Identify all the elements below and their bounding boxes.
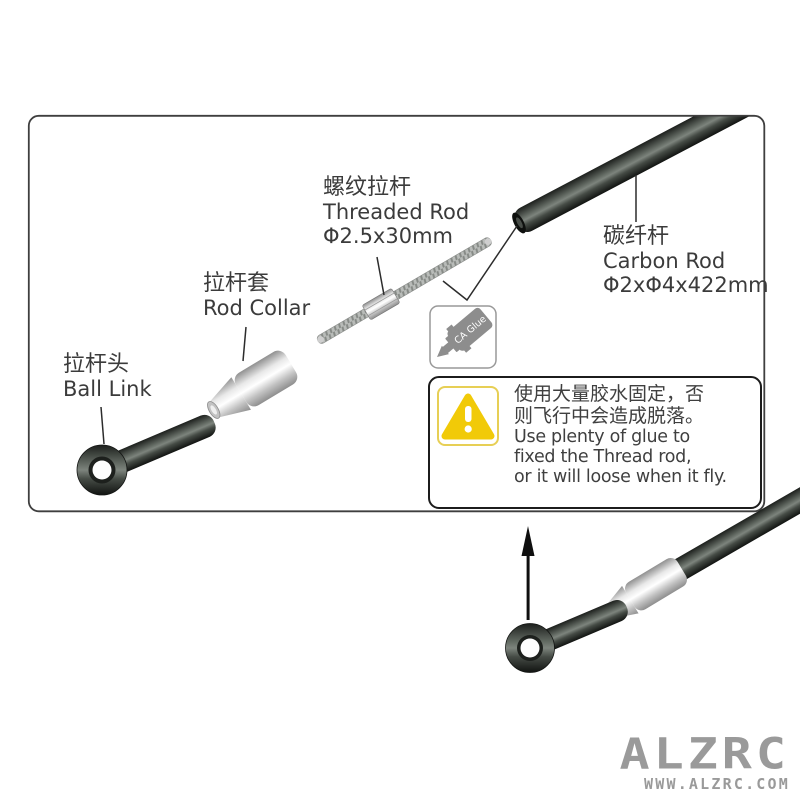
warning-en-line1: Use plenty of glue to bbox=[514, 427, 690, 447]
threaded-rod-part bbox=[316, 237, 492, 344]
pointer-line-rod-collar bbox=[242, 326, 247, 362]
warning-icon-frame bbox=[437, 386, 499, 446]
brand-block: ALZRC WWW.ALZRC.COM bbox=[619, 729, 790, 793]
assembled-ball-link bbox=[505, 599, 628, 673]
assembled-linkage bbox=[505, 478, 800, 673]
warning-en-line3: or it will loose when it fly. bbox=[514, 467, 727, 487]
warning-box: 使用大量胶水固定，否 则飞行中会造成脱落。 Use plenty of glue… bbox=[428, 376, 762, 509]
ball-link-label-en: Ball Link bbox=[63, 377, 152, 401]
threaded-rod-label-en: Threaded Rod bbox=[323, 200, 470, 224]
website-url: WWW.ALZRC.COM bbox=[644, 775, 790, 793]
up-arrow bbox=[521, 526, 535, 620]
pointer-v-glue bbox=[442, 225, 518, 302]
warning-en-line2: fixed the Thread rod, bbox=[514, 447, 692, 467]
ball-link-part bbox=[76, 414, 216, 496]
rod-collar-label-zh: 拉杆套 bbox=[203, 271, 270, 296]
hex-coupler bbox=[362, 288, 400, 320]
carbon-rod-label: 碳纤杆 Carbon Rod Φ2xΦ4x422mm bbox=[603, 224, 769, 297]
glue-nozzle-tip bbox=[437, 345, 449, 357]
brand-logo: ALZRC bbox=[619, 729, 790, 779]
carbon-rod-label-zh: 碳纤杆 bbox=[603, 224, 670, 249]
warning-text: 使用大量胶水固定，否 则飞行中会造成脱落。 Use plenty of glue… bbox=[514, 383, 760, 487]
warning-triangle-icon bbox=[441, 393, 495, 440]
pointer-line-ball-link bbox=[100, 406, 105, 445]
exploded-parts-group bbox=[76, 116, 758, 496]
ball-link-label: 拉杆头 Ball Link bbox=[63, 352, 152, 401]
rod-collar-label-en: Rod Collar bbox=[203, 296, 311, 320]
rod-collar-part bbox=[207, 350, 298, 419]
rod-collar-label: 拉杆套 Rod Collar bbox=[203, 271, 310, 320]
glue-icon: CA Glue bbox=[429, 305, 497, 369]
carbon-rod-label-spec: Φ2xΦ4x422mm bbox=[603, 273, 769, 297]
warning-zh-line2: 则飞行中会造成脱落。 bbox=[514, 404, 705, 427]
carbon-rod-label-en: Carbon Rod bbox=[603, 249, 726, 273]
carbon-rod-part bbox=[512, 116, 758, 234]
glue-bottle-body bbox=[447, 307, 493, 351]
pointer-lines bbox=[100, 175, 637, 445]
warning-zh-line1: 使用大量胶水固定，否 bbox=[514, 383, 705, 405]
threaded-rod-label-spec: Φ2.5x30mm bbox=[323, 224, 453, 248]
threaded-rod-label: 螺纹拉杆 Threaded Rod Φ2.5x30mm bbox=[323, 175, 469, 248]
assembled-carbon-rod bbox=[671, 478, 800, 581]
pointer-line-threaded-rod bbox=[376, 256, 385, 296]
ball-link-label-zh: 拉杆头 bbox=[63, 352, 130, 377]
threaded-rod-label-zh: 螺纹拉杆 bbox=[323, 175, 412, 200]
